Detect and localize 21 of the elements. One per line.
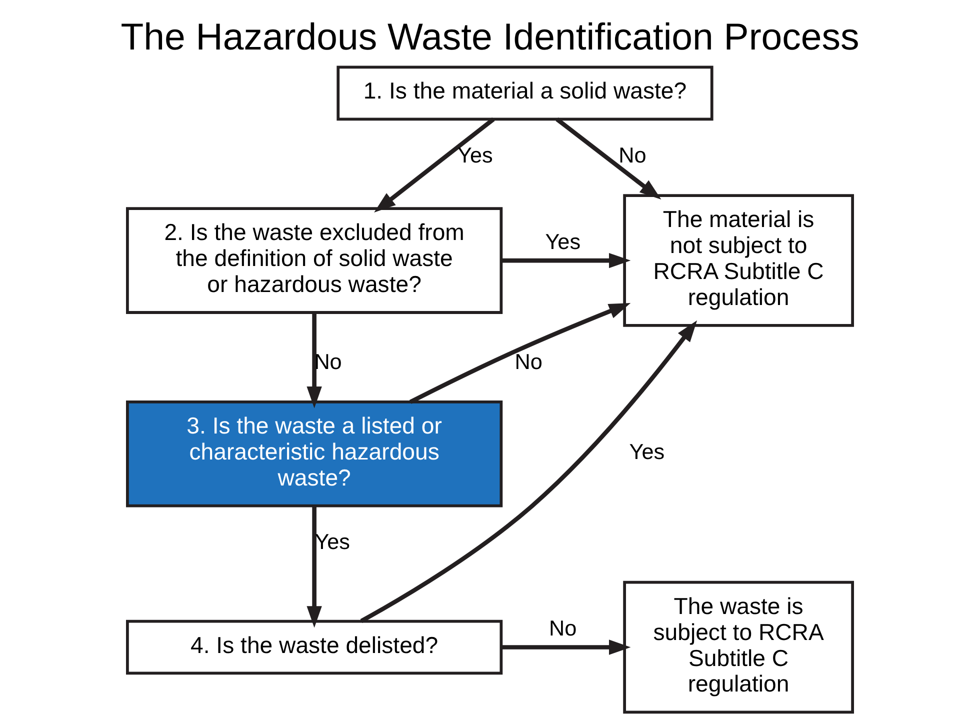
arrow xyxy=(306,312,322,408)
diagram-title: The Hazardous Waste Identification Process xyxy=(120,16,860,58)
edge-label: No xyxy=(549,616,577,641)
node-box: 3. Is the waste a listed or characteristic hazardous waste? xyxy=(126,400,503,508)
arrow xyxy=(502,640,631,655)
arrow xyxy=(409,302,631,404)
arrow xyxy=(306,506,322,628)
arrow xyxy=(360,320,698,623)
node-box: The waste is subject to RCRA Subtitle C regulation xyxy=(623,580,854,714)
edge-label: Yes xyxy=(458,142,493,168)
node-box: 2. Is the waste excluded from the definition of solid waste or hazardous waste? xyxy=(126,207,503,314)
arrow xyxy=(374,118,495,212)
edge-label: No xyxy=(618,142,646,168)
node-box: 4. Is the waste delisted? xyxy=(126,620,503,675)
node-box: The material is not subject to RCRA Subtitle C regulation xyxy=(623,194,854,327)
edge-label: No xyxy=(514,348,542,374)
arrow xyxy=(502,252,631,268)
edge-label: Yes xyxy=(629,438,665,464)
node-box: 1. Is the material a solid waste? xyxy=(336,66,714,121)
edge-label: Yes xyxy=(545,229,581,254)
arrow xyxy=(556,118,662,200)
